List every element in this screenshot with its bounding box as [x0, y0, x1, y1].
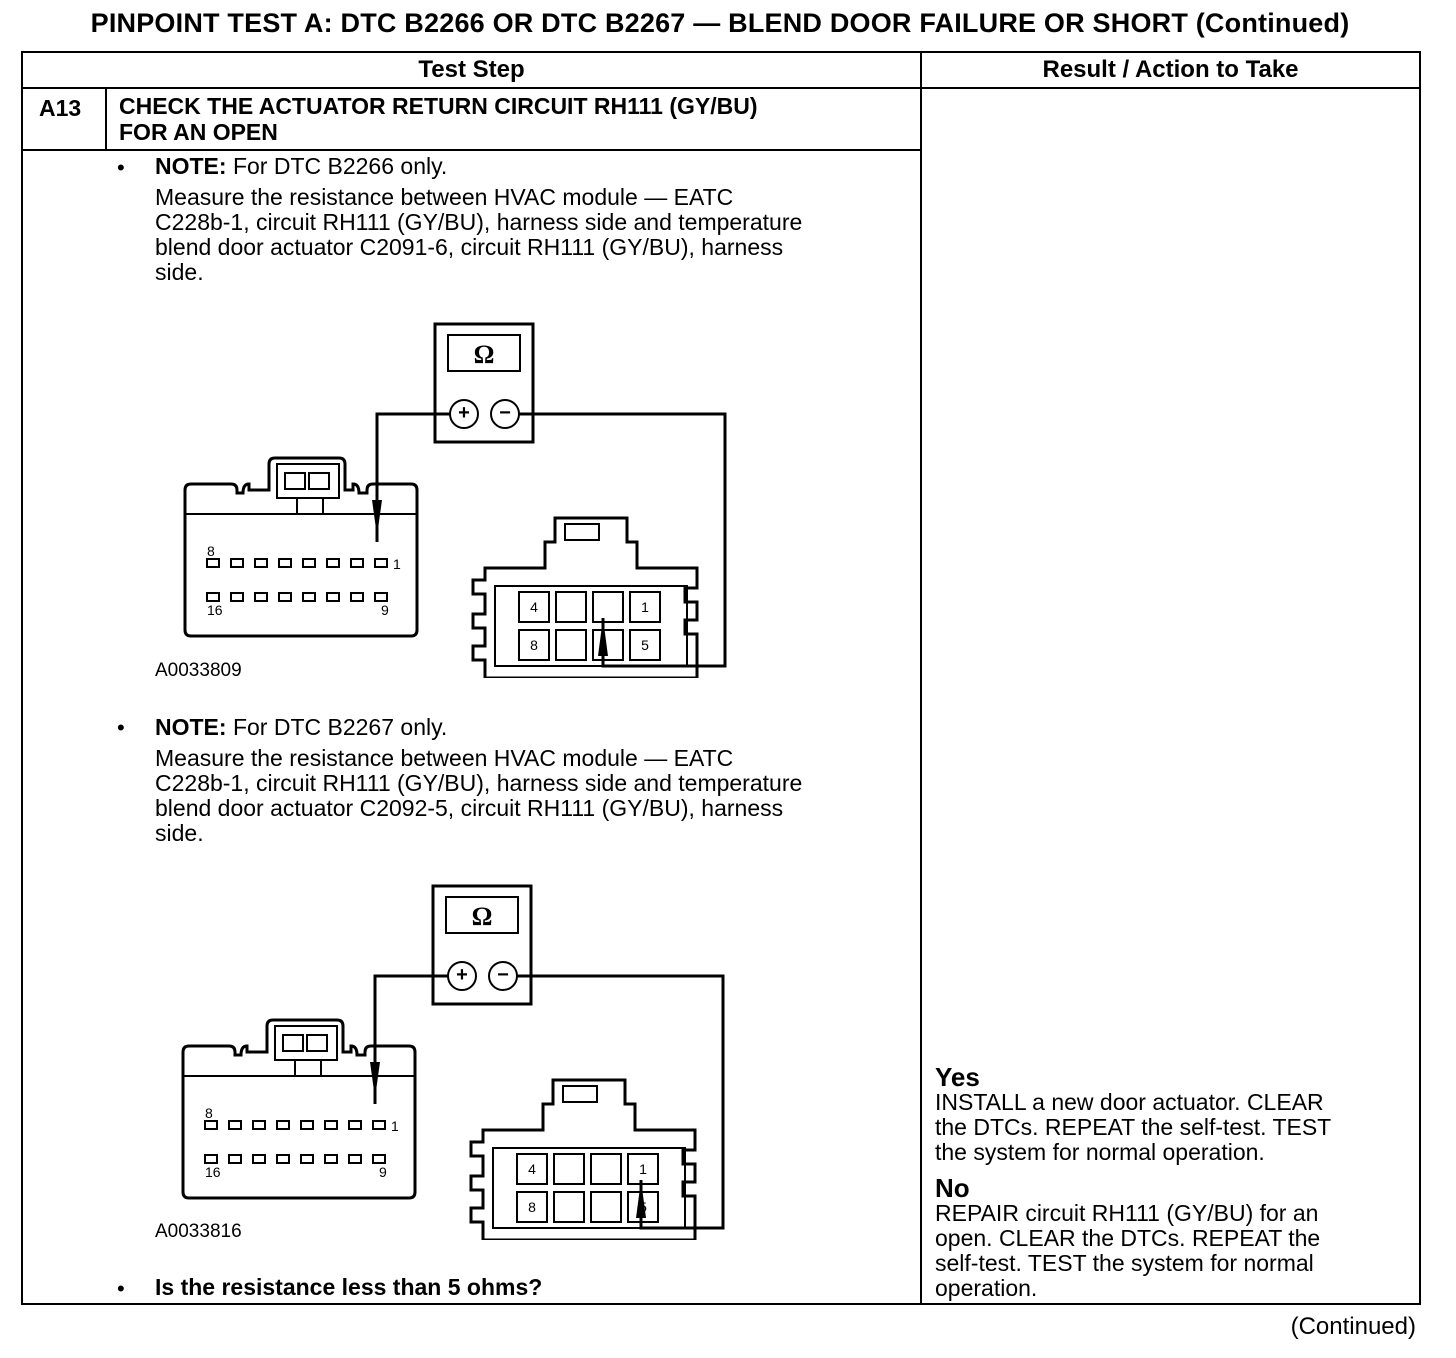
measure-2-line: Measure the resistance between HVAC modu… [155, 745, 734, 771]
ohmmeter-body [431, 884, 533, 1006]
actuator-connector-icon [471, 516, 699, 678]
probe-wire-negative [519, 412, 727, 668]
measure-2-line: blend door actuator C2092-5, circuit RH1… [155, 795, 784, 821]
measure-2-line: C228b-1, circuit RH111 (GY/BU), harness … [155, 770, 803, 796]
probe-tip-icon [636, 1180, 646, 1218]
measure-1: Measure the resistance between HVAC modu… [155, 185, 915, 285]
pin-label-16: 16 [207, 602, 223, 618]
probe-wire-positive [373, 974, 448, 1104]
plus-label: + [458, 402, 470, 424]
measure-2-line: side. [155, 820, 204, 846]
result-yes-line: the system for normal operation. [935, 1139, 1265, 1165]
measure-1-line: Measure the resistance between HVAC modu… [155, 184, 734, 210]
plus-label: + [456, 964, 468, 986]
actuator-pin-8: 8 [530, 637, 538, 653]
ohm-icon: Ω [472, 902, 493, 931]
result-no-text: REPAIR circuit RH111 (GY/BU) for an open… [935, 1201, 1405, 1301]
step-title-line-2: FOR AN OPEN [119, 119, 278, 145]
continued-note: (Continued) [1290, 1313, 1416, 1340]
pin-label-16: 16 [205, 1164, 221, 1180]
connector-c228b-icon [183, 456, 419, 638]
step-id-divider [105, 89, 107, 150]
diagram-1: Ω + − [183, 322, 727, 678]
pin-label-8: 8 [207, 543, 215, 559]
measure-1-line: C228b-1, circuit RH111 (GY/BU), harness … [155, 209, 803, 235]
note-1: NOTE: For DTC B2266 only. [155, 154, 915, 179]
result-no-line: operation. [935, 1275, 1038, 1301]
probe-tip-icon [370, 1062, 380, 1098]
measure-1-line: side. [155, 259, 204, 285]
actuator-pin-1: 1 [639, 1161, 647, 1177]
header-divider [23, 87, 1419, 89]
note-1-label: NOTE: [155, 153, 227, 179]
result-no-label: No [935, 1173, 970, 1203]
note-1-text: For DTC B2266 only. [226, 153, 448, 179]
ohmmeter-display [447, 334, 521, 372]
page-title: PINPOINT TEST A: DTC B2266 OR DTC B2267 … [90, 8, 1350, 38]
actuator-pin-4: 4 [528, 1161, 536, 1177]
pin-label-9: 9 [381, 602, 389, 618]
pin-label-8: 8 [205, 1105, 213, 1121]
question-text: Is the resistance less than 5 ohms? [155, 1274, 543, 1300]
figure-1-id: A0033809 [155, 660, 242, 681]
column-divider [920, 53, 922, 1303]
ohm-icon: Ω [474, 340, 495, 369]
actuator-connector-icon [469, 1078, 697, 1240]
pinpoint-table: Test Step Result / Action to Take A13 CH… [21, 51, 1421, 1305]
actuator-pin-5: 5 [639, 1199, 647, 1215]
note-2: NOTE: For DTC B2267 only. [155, 715, 915, 740]
result-yes-line: the DTCs. REPEAT the self-test. TEST [935, 1114, 1332, 1140]
minus-label: − [497, 964, 509, 986]
figure-2-id: A0033816 [155, 1221, 242, 1242]
step-title: CHECK THE ACTUATOR RETURN CIRCUIT RH111 … [119, 93, 899, 145]
pin-label-9: 9 [379, 1164, 387, 1180]
pin-label-1: 1 [391, 1118, 399, 1134]
ohmmeter-display [445, 896, 519, 934]
ohmmeter-body [433, 322, 535, 444]
probe-tip-icon [598, 618, 608, 656]
result-yes-text: INSTALL a new door actuator. CLEAR the D… [935, 1090, 1405, 1165]
measure-1-line: blend door actuator C2091-6, circuit RH1… [155, 234, 784, 260]
actuator-pin-8: 8 [528, 1199, 536, 1215]
header-result: Result / Action to Take [1042, 56, 1299, 83]
minus-label: − [499, 402, 511, 424]
bullet-3: • [117, 1276, 125, 1301]
step-id: A13 [39, 95, 82, 121]
diagram-2: Ω + − 8 1 1 [181, 884, 725, 1240]
note-2-label: NOTE: [155, 714, 227, 740]
result-yes-label: Yes [935, 1062, 980, 1092]
connector-c228b-icon [181, 1018, 417, 1200]
pin-label-1: 1 [393, 556, 401, 572]
bullet-1: • [117, 155, 125, 180]
probe-tip-icon [372, 500, 382, 536]
actuator-pin-5: 5 [641, 637, 649, 653]
actuator-pin-4: 4 [530, 599, 538, 615]
probe-wire-positive [375, 412, 450, 542]
bullet-2: • [117, 715, 125, 740]
result-yes-line: INSTALL a new door actuator. CLEAR [935, 1089, 1324, 1115]
result-no-line: open. CLEAR the DTCs. REPEAT the [935, 1225, 1321, 1251]
probe-wire-negative [517, 974, 725, 1230]
measure-2: Measure the resistance between HVAC modu… [155, 746, 915, 846]
header-test-step: Test Step [418, 56, 525, 83]
question: Is the resistance less than 5 ohms? [155, 1275, 915, 1300]
result-no-line: self-test. TEST the system for normal [935, 1250, 1314, 1276]
actuator-pin-1: 1 [641, 599, 649, 615]
note-2-text: For DTC B2267 only. [226, 714, 448, 740]
step-title-divider [23, 149, 920, 151]
result-no-line: REPAIR circuit RH111 (GY/BU) for an [935, 1200, 1319, 1226]
step-title-line-1: CHECK THE ACTUATOR RETURN CIRCUIT RH111 … [119, 93, 758, 119]
